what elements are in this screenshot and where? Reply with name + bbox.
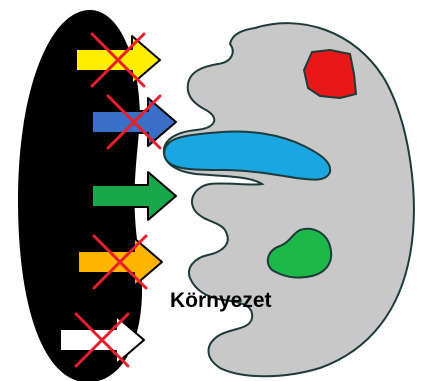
arrow-green xyxy=(91,171,177,221)
blue-organelle xyxy=(163,130,332,181)
arrow-blue xyxy=(91,94,177,150)
organism-body xyxy=(162,22,415,378)
arrow-white xyxy=(59,312,145,368)
arrow-shape xyxy=(91,171,177,221)
green-organelle xyxy=(266,227,333,279)
cross-mark-line xyxy=(74,312,130,368)
cross-mark-line xyxy=(90,32,146,88)
cross-mark-line xyxy=(106,94,162,150)
arrow-yellow xyxy=(75,32,161,88)
arrows-layer xyxy=(59,32,177,368)
black-region xyxy=(18,10,143,381)
cross-mark-line xyxy=(92,234,148,290)
environment-label: Környezet xyxy=(170,289,272,312)
red-organelle xyxy=(302,48,358,100)
arrow-orange xyxy=(77,234,163,290)
